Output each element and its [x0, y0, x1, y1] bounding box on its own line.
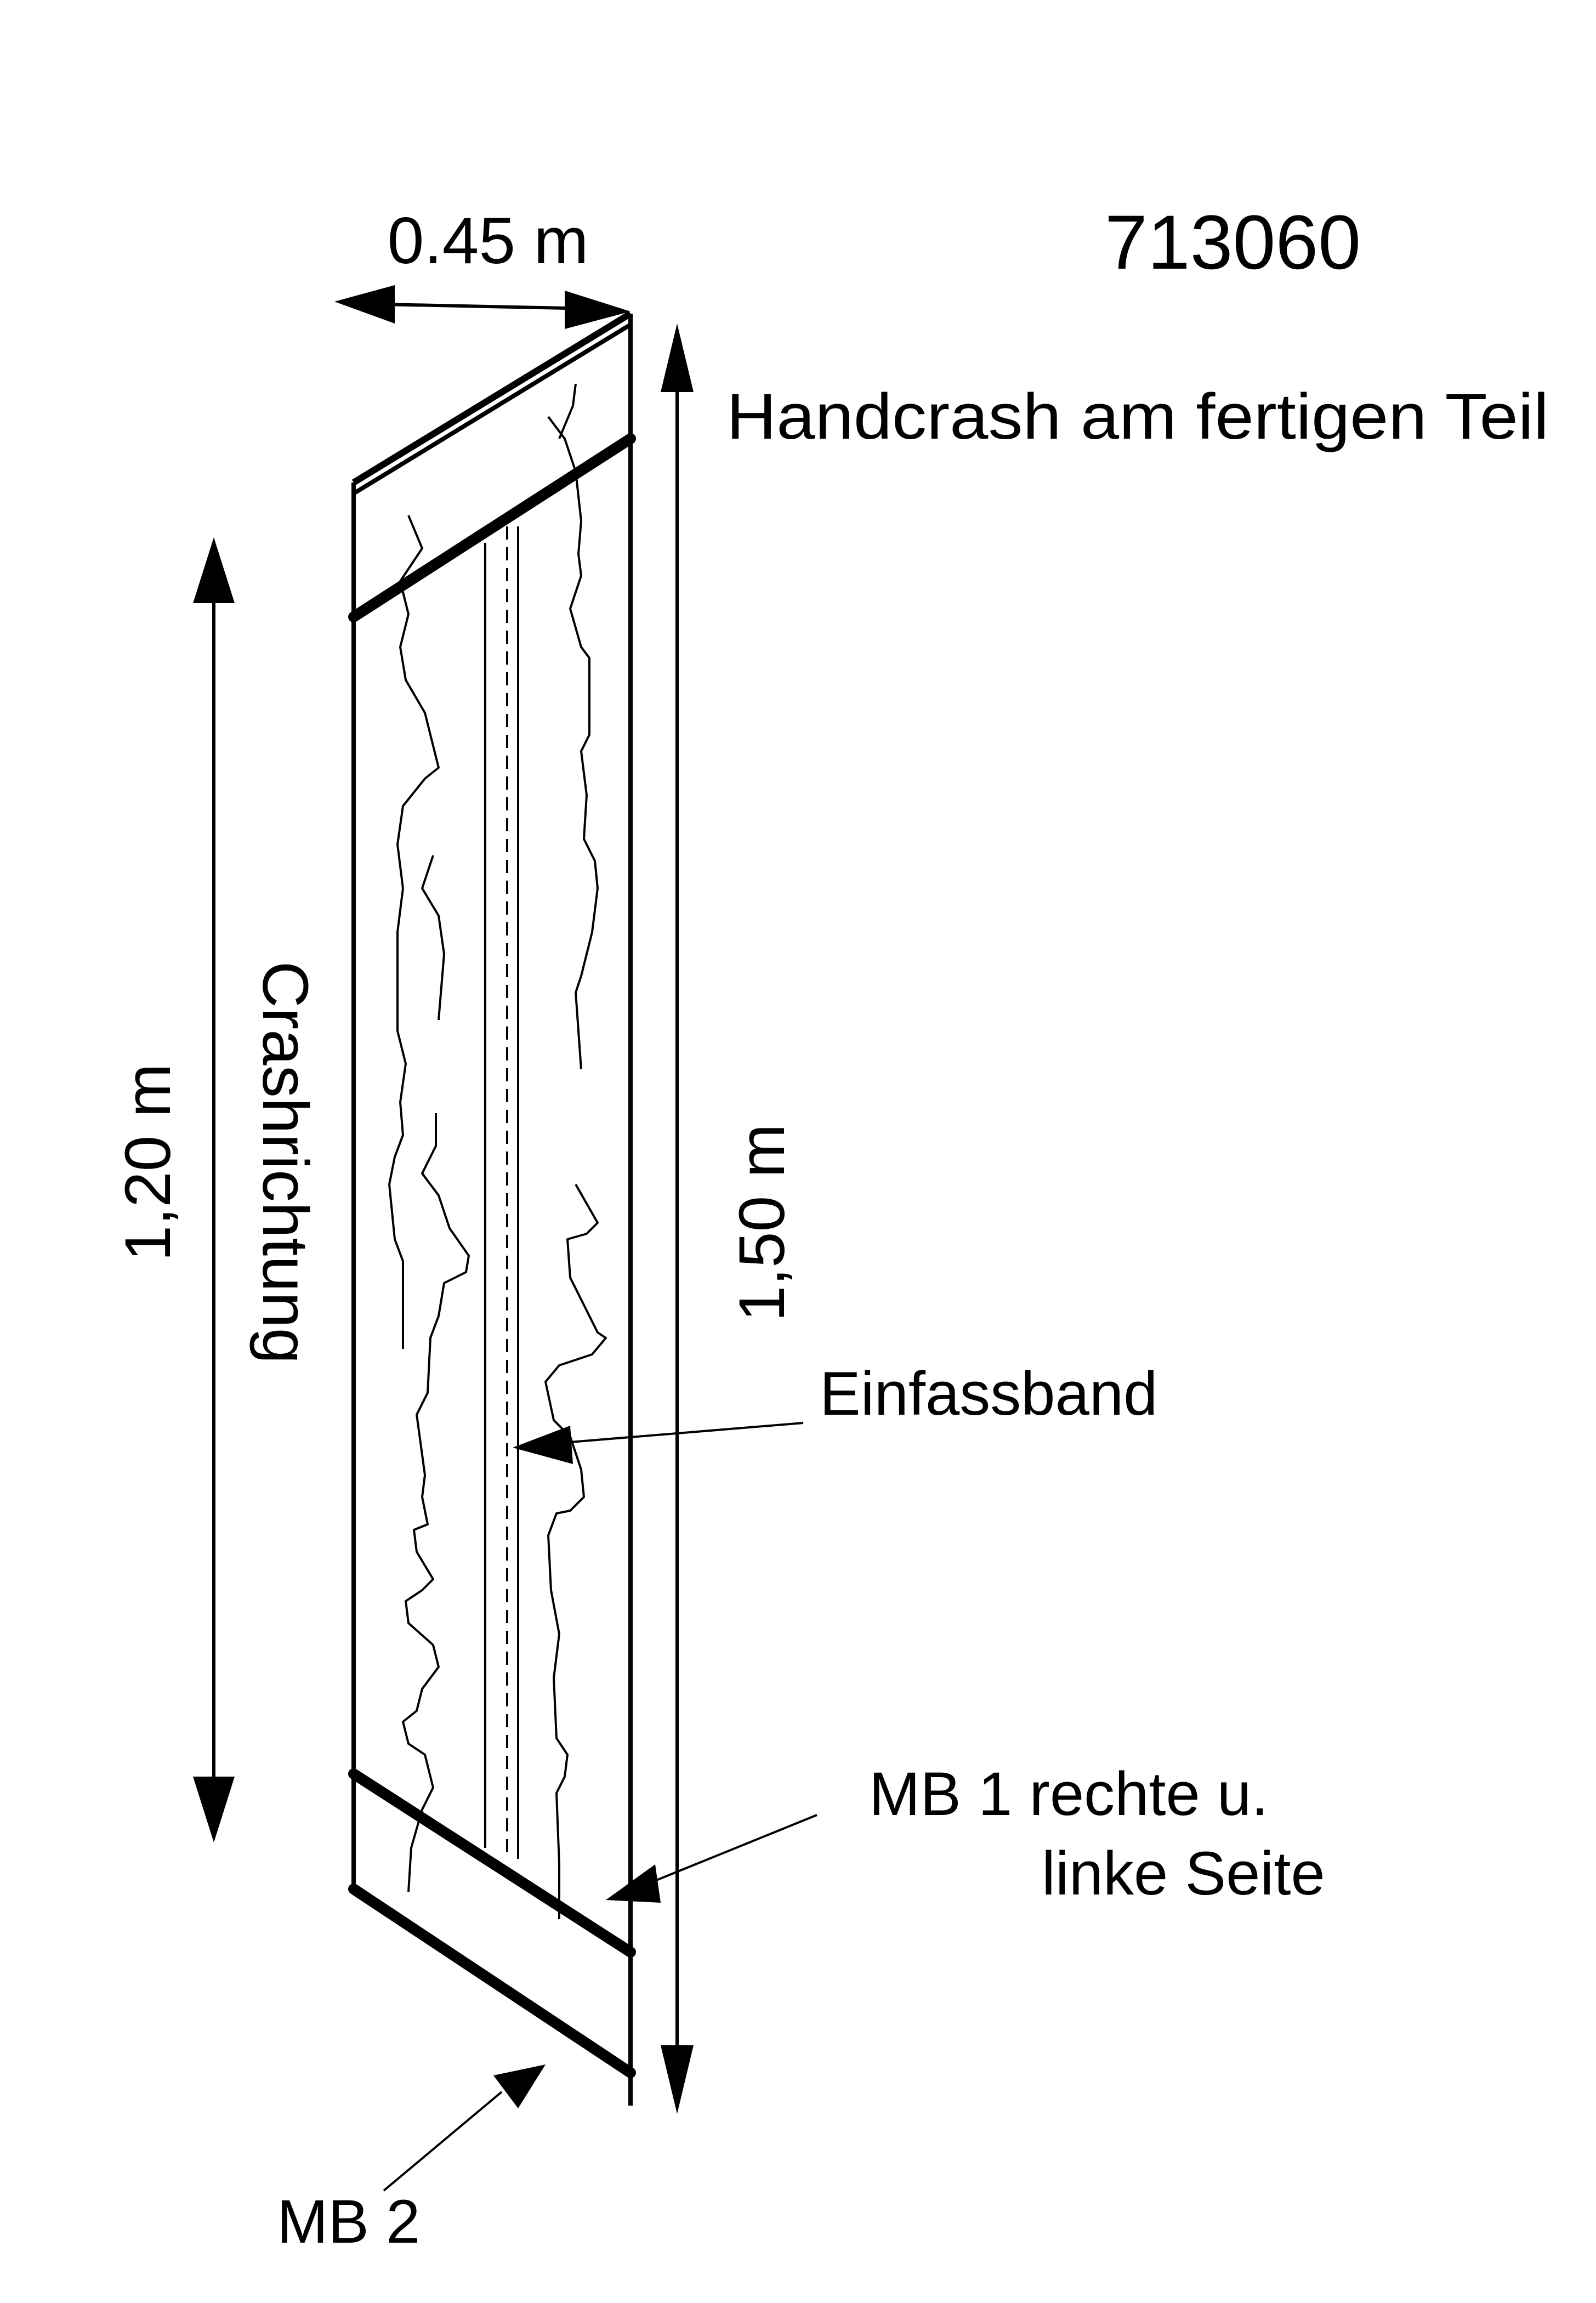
total-length-dimension [661, 324, 694, 2114]
drawing-id-number: 713060 [1105, 199, 1361, 285]
mb2-label: MB 2 [277, 2187, 420, 2256]
mb1-label-line2: linke Seite [1042, 1839, 1325, 1908]
mb1-leader [606, 1814, 817, 1903]
total-length-label: 1,50 m [726, 1124, 798, 1322]
binding-tape-label: Einfassband [820, 1359, 1157, 1428]
mb1-band-lower [348, 1768, 636, 1958]
binding-tape [484, 526, 519, 1859]
width-dimension [334, 285, 631, 329]
mb1-band-upper [348, 433, 636, 622]
top-edge [351, 310, 633, 496]
binding-tape-leader [513, 1422, 804, 1464]
mb1-label-line1: MB 1 rechte u. [869, 1760, 1268, 1828]
crash-direction-label: Crashrichtung [249, 961, 321, 1364]
damage-contours [388, 383, 607, 1919]
crash-length-dimension [193, 537, 235, 1842]
mb2-band [348, 1884, 636, 2078]
drawing-title: Handcrash am fertigen Teil [726, 381, 1549, 453]
mb2-leader [383, 2064, 546, 2192]
strip-outline [351, 314, 633, 2106]
width-label: 0.45 m [388, 204, 589, 277]
crash-length-label: 1,20 m [112, 1064, 184, 1262]
